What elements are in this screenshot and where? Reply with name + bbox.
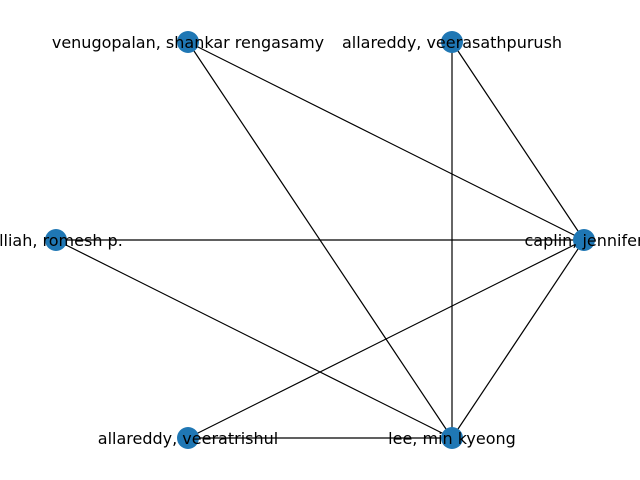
node-veeratrishul bbox=[177, 427, 199, 449]
nodes-layer bbox=[45, 31, 595, 449]
edge-romesh-minkyeong bbox=[55, 239, 453, 439]
node-romesh bbox=[45, 229, 67, 251]
edges-layer bbox=[55, 41, 585, 439]
edge-venugopalan-jennifer bbox=[187, 41, 585, 241]
node-label-romesh: elliah, romesh p. bbox=[0, 231, 123, 250]
edge-veerasathpurush-jennifer bbox=[451, 41, 585, 241]
node-veerasathpurush bbox=[441, 31, 463, 53]
node-label-jennifer: caplin, jennifer bbox=[524, 231, 640, 250]
node-jennifer bbox=[573, 229, 595, 251]
labels-layer: venugopalan, shankar rengasamy allareddy,… bbox=[0, 33, 640, 448]
edge-jennifer-veeratrishul bbox=[187, 239, 585, 439]
node-label-veeratrishul: allareddy, veeratrishul bbox=[98, 429, 278, 448]
node-label-veerasathpurush: allareddy, veerasathpurush bbox=[342, 33, 562, 52]
node-minkyeong bbox=[441, 427, 463, 449]
node-label-minkyeong: lee, min kyeong bbox=[388, 429, 516, 448]
edge-jennifer-minkyeong bbox=[451, 239, 585, 439]
node-venugopalan bbox=[177, 31, 199, 53]
node-label-venugopalan: venugopalan, shankar rengasamy bbox=[52, 33, 324, 52]
